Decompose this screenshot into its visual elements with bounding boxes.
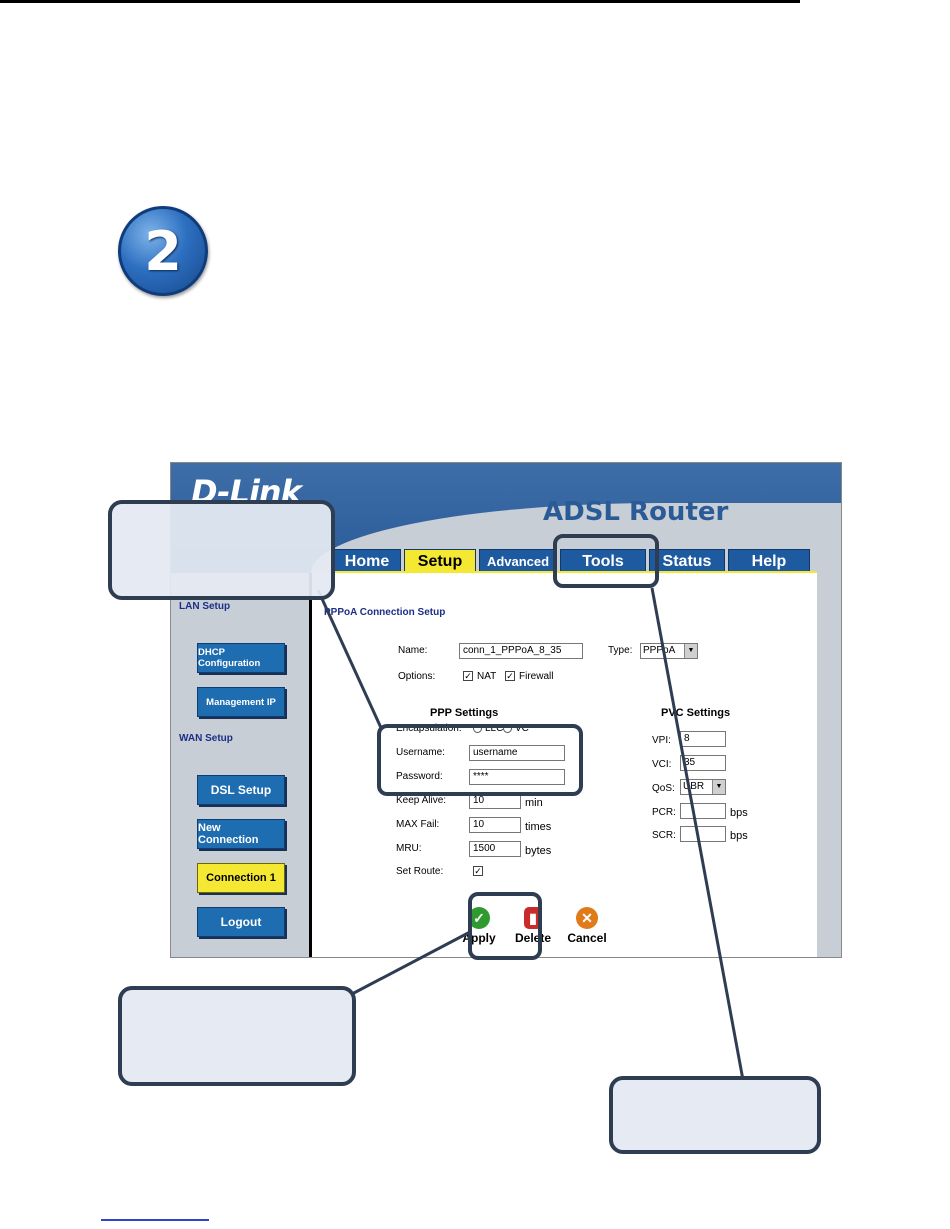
max-fail-field[interactable]: 10 bbox=[469, 817, 521, 833]
main-tabs: Home Setup Advanced Tools Status Help bbox=[333, 549, 810, 573]
callout-box-bottom-left bbox=[118, 986, 356, 1086]
lan-setup-label: LAN Setup bbox=[179, 601, 231, 612]
product-title: ADSL Router bbox=[543, 497, 729, 527]
password-field[interactable]: **** bbox=[469, 769, 565, 785]
encapsulation-label: Encapsulation: bbox=[396, 723, 462, 734]
tab-help[interactable]: Help bbox=[728, 549, 810, 573]
tab-home[interactable]: Home bbox=[333, 549, 401, 573]
scr-field[interactable] bbox=[680, 826, 726, 842]
keep-alive-label: Keep Alive: bbox=[396, 795, 447, 806]
delete-button[interactable]: ▮ Delete bbox=[508, 907, 558, 945]
mru-unit: bytes bbox=[525, 845, 552, 857]
step-number: 2 bbox=[144, 219, 182, 283]
encap-vc-label: VC bbox=[515, 723, 529, 734]
type-select[interactable]: PPPoA ▼ bbox=[640, 643, 698, 659]
name-label: Name: bbox=[398, 645, 428, 656]
sidebar-item-logout[interactable]: Logout bbox=[197, 907, 285, 937]
scr-unit: bps bbox=[730, 830, 748, 842]
trash-icon: ▮ bbox=[524, 907, 542, 929]
type-label: Type: bbox=[608, 645, 633, 656]
credentials-highlight bbox=[377, 724, 583, 796]
sidebar-item-connection-1[interactable]: Connection 1 bbox=[197, 863, 285, 893]
pcr-unit: bps bbox=[730, 807, 748, 819]
keep-alive-unit: min bbox=[525, 797, 543, 809]
pvc-settings-heading: PVC Settings bbox=[661, 707, 731, 719]
wan-setup-label: WAN Setup bbox=[179, 733, 233, 744]
qos-select-value: UBR bbox=[683, 781, 705, 792]
max-fail-unit: times bbox=[525, 821, 552, 833]
vpi-field[interactable]: 8 bbox=[680, 731, 726, 747]
set-route-label: Set Route: bbox=[396, 866, 444, 877]
vpi-label: VPI: bbox=[652, 735, 671, 746]
cancel-label: Cancel bbox=[567, 931, 607, 945]
password-label: Password: bbox=[396, 771, 443, 782]
qos-select[interactable]: UBR ▼ bbox=[680, 779, 726, 795]
close-icon: ✕ bbox=[576, 907, 598, 929]
sidebar-item-dhcp-configuration[interactable]: DHCP Configuration bbox=[197, 643, 285, 673]
username-field[interactable]: username bbox=[469, 745, 565, 761]
callout-box-top-left bbox=[108, 500, 335, 600]
step-number-badge: 2 bbox=[118, 206, 208, 296]
pcr-label: PCR: bbox=[652, 807, 676, 818]
cancel-button[interactable]: ✕ Cancel bbox=[562, 907, 612, 945]
nat-label: NAT bbox=[477, 671, 497, 682]
mru-label: MRU: bbox=[396, 843, 422, 854]
mru-field[interactable]: 1500 bbox=[469, 841, 521, 857]
pcr-field[interactable] bbox=[680, 803, 726, 819]
check-icon: ✓ bbox=[468, 907, 490, 929]
delete-label: Delete bbox=[514, 931, 552, 945]
sidebar: LAN Setup DHCP Configuration Management … bbox=[171, 573, 312, 957]
nat-checkbox[interactable]: ✓ bbox=[463, 671, 473, 681]
vci-field[interactable]: 35 bbox=[680, 755, 726, 771]
right-gutter bbox=[815, 573, 841, 957]
type-select-value: PPPoA bbox=[643, 645, 676, 656]
tab-underline bbox=[333, 571, 817, 574]
tools-highlight bbox=[553, 534, 659, 588]
tab-tools[interactable]: Tools bbox=[560, 549, 646, 573]
options-label: Options: bbox=[398, 671, 436, 682]
vci-label: VCI: bbox=[652, 759, 672, 770]
name-field[interactable]: conn_1_PPPoA_8_35 bbox=[459, 643, 583, 659]
sidebar-item-dsl-setup[interactable]: DSL Setup bbox=[197, 775, 285, 805]
firewall-checkbox[interactable]: ✓ bbox=[505, 671, 515, 681]
callout-box-bottom-right bbox=[609, 1076, 821, 1154]
firewall-label: Firewall bbox=[519, 671, 554, 682]
form-title: PPPoA Connection Setup bbox=[324, 607, 446, 618]
username-label: Username: bbox=[396, 747, 445, 758]
tab-setup[interactable]: Setup bbox=[404, 549, 476, 573]
set-route-checkbox[interactable]: ✓ bbox=[473, 866, 483, 876]
qos-label: QoS: bbox=[652, 783, 675, 794]
tab-advanced[interactable]: Advanced bbox=[479, 549, 557, 573]
sidebar-item-new-connection[interactable]: New Connection bbox=[197, 819, 285, 849]
ppp-settings-heading: PPP Settings bbox=[430, 707, 499, 719]
chevron-down-icon: ▼ bbox=[712, 780, 725, 794]
scr-label: SCR: bbox=[652, 830, 676, 841]
bottom-rule bbox=[101, 1219, 209, 1221]
apply-highlight bbox=[468, 892, 542, 960]
sidebar-item-management-ip[interactable]: Management IP bbox=[197, 687, 285, 717]
chevron-down-icon: ▼ bbox=[684, 644, 697, 658]
encap-llc-label: LLC bbox=[485, 723, 504, 734]
max-fail-label: MAX Fail: bbox=[396, 819, 440, 830]
tab-status[interactable]: Status bbox=[649, 549, 725, 573]
top-rule bbox=[0, 0, 800, 3]
